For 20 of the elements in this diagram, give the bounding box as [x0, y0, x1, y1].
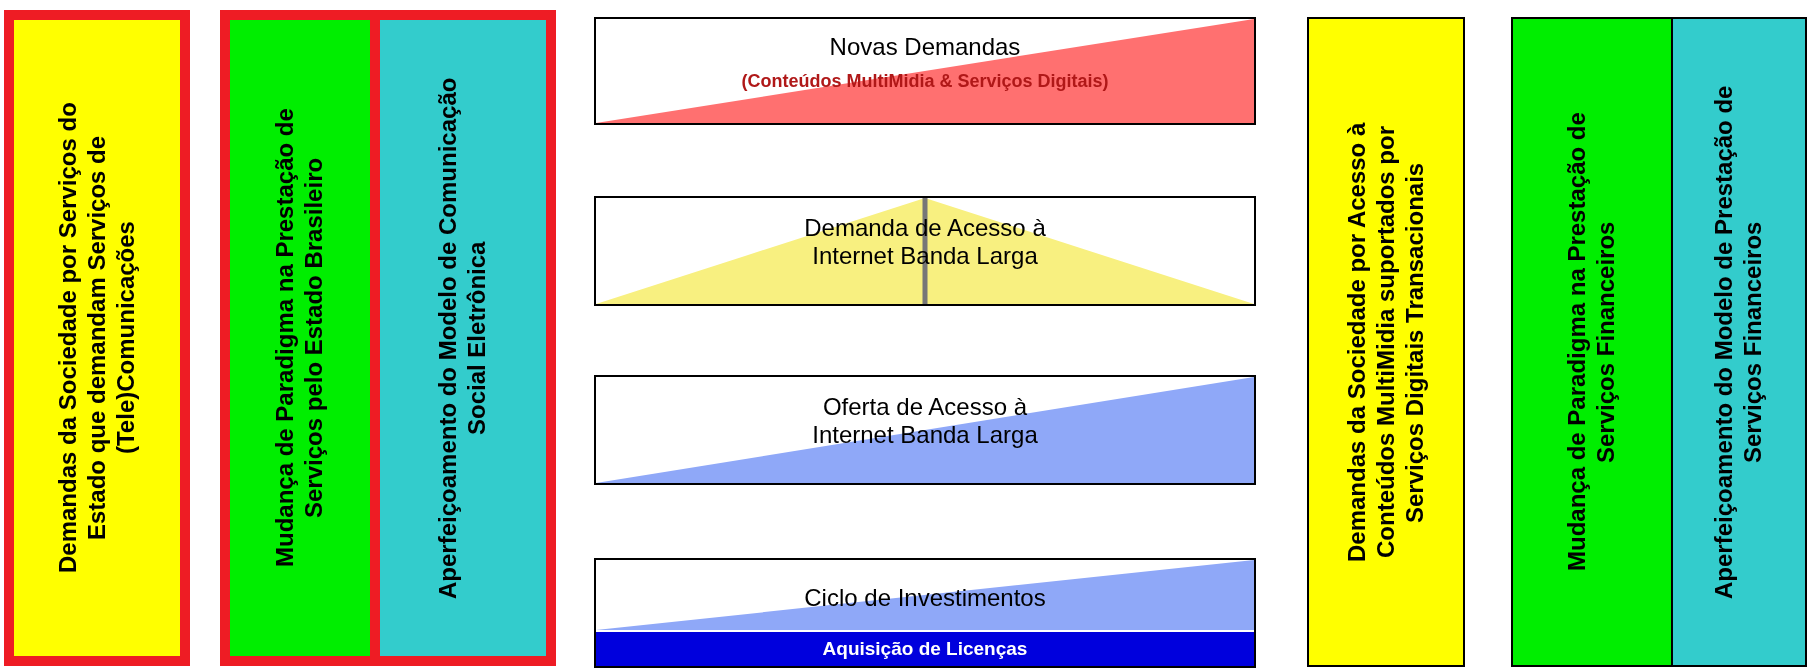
- panel-text: Demandas da Sociedade por Acesso à Conteúdos MultiMidia suportados por Serviços Digitais Transacionais: [1342, 121, 1429, 564]
- band-title: Ciclo de Investimentos: [803, 584, 1047, 612]
- text-panel: [1673, 19, 1805, 665]
- panel-text: Demandas da Sociedade por Serviços do Estado que demandam Serviços de (Tele)Comunicações: [53, 101, 140, 576]
- text-panel: [230, 20, 380, 656]
- panel-frame: [1511, 17, 1807, 667]
- band-subtitle: (Conteúdos MultiMidia & Serviços Digitais): [740, 71, 1110, 92]
- band-title: Novas Demandas: [828, 33, 1022, 61]
- panel-text: Aperfeiçoamento do Modelo de Comunicação Social Eletrônica: [434, 77, 491, 599]
- text-panel: [4, 10, 190, 666]
- band-title: Demanda de Acesso à Internet Banda Larga: [803, 214, 1047, 270]
- text-panel: [1307, 17, 1465, 667]
- panel-text: Aperfeiçoamento do Modelo de Prestação de Serviços Financeiros: [1710, 84, 1767, 601]
- band-title: Oferta de Acesso à Internet Banda Larga: [811, 393, 1039, 449]
- label-bar: Aquisição de Licenças: [596, 632, 1254, 666]
- panel-text: Mudança de Paradigma na Prestação de Serviços Financeiros: [1563, 111, 1620, 574]
- panel-text: Mudança de Paradigma na Prestação de Serviços pelo Estado Brasileiro: [271, 107, 328, 570]
- panel-frame: [220, 10, 556, 666]
- text-panel: [380, 20, 546, 656]
- text-panel: [1513, 19, 1673, 665]
